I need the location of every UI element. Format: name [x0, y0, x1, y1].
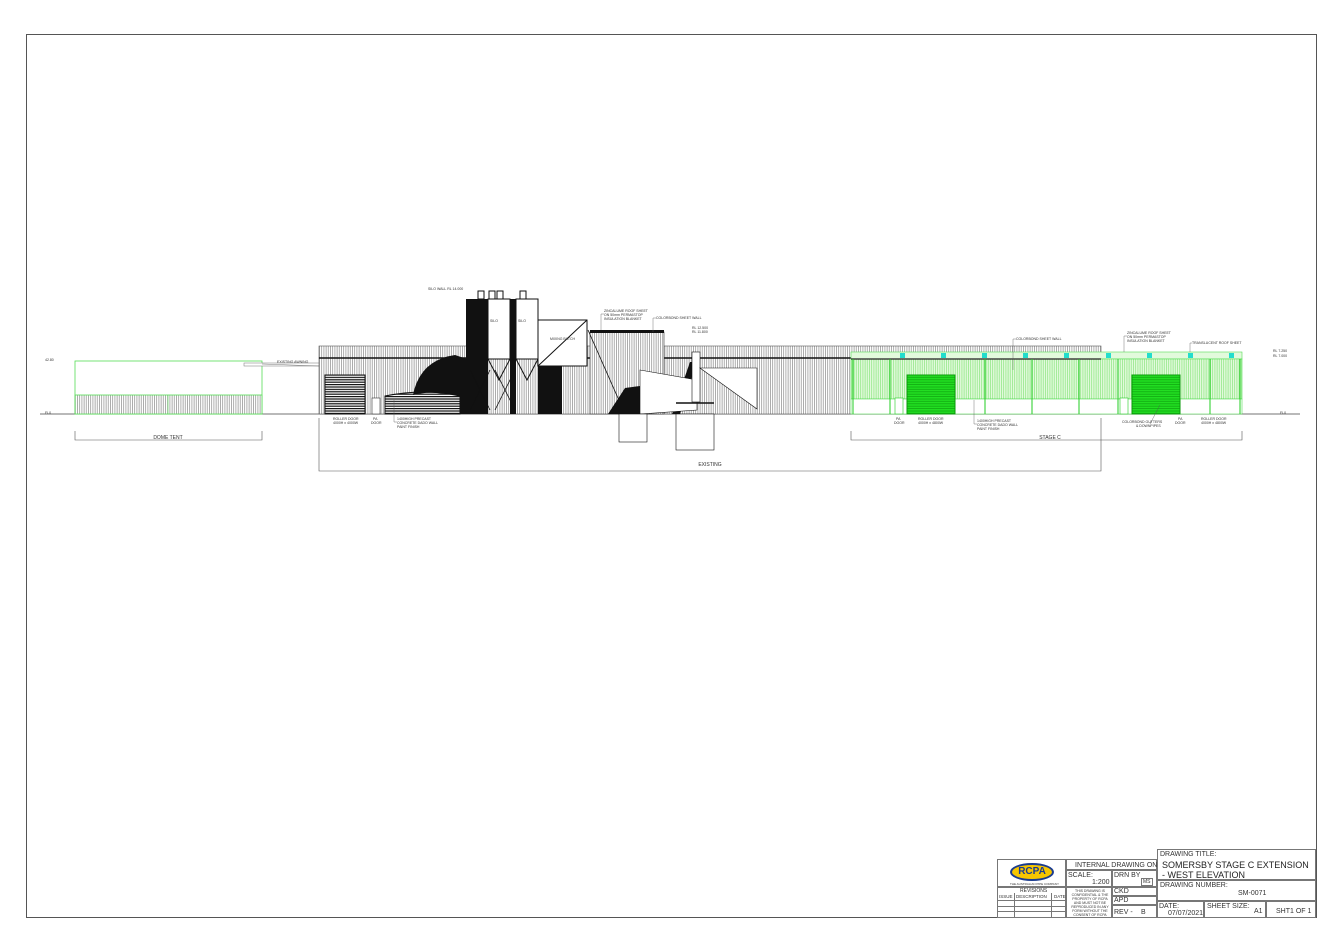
note-sc-roller-2b: 4000H x 4800W: [1201, 421, 1227, 425]
note-sc-roof-1: ZINCALUME ROOF SHEET: [1127, 331, 1172, 335]
dome-tent: [74, 360, 263, 415]
note-existing-roof-3: INSULATION BLANKET: [604, 317, 643, 321]
level-silo: SILO WALL RL 14.000: [428, 287, 463, 291]
drawing-number-label: DRAWING NUMBER:: [1160, 882, 1228, 889]
level-right-floor: FL0: [1280, 411, 1286, 415]
note-sc-wall: COLORBOND SHEET WALL: [1016, 337, 1062, 341]
note-ex-pa-door-1: PA: [373, 417, 378, 421]
note-sc-roof-3: INSULATION BLANKET: [1127, 339, 1166, 343]
note-sc-gutters-1: COLORBOND GUTTERS: [1122, 420, 1163, 424]
note-ex-roller-door-1: ROLLER DOOR: [333, 417, 359, 421]
rev-col-issue: ISSUE: [999, 894, 1013, 899]
stage-c-pa-door-1: [894, 397, 904, 415]
rev-value: B: [1141, 909, 1146, 916]
internal-drawing-label: INTERNAL DRAWING ONLY: [1075, 862, 1166, 869]
existing-roller-door: [324, 374, 366, 415]
dim-stage-c: STAGE C: [1039, 435, 1061, 441]
drawing-title-label: DRAWING TITLE:: [1160, 851, 1217, 858]
revisions-table: REVISIONS ISSUE DESCRIPTION DATE: [997, 887, 1067, 918]
sheet-size-label: SHEET SIZE:: [1207, 903, 1250, 910]
level-existing-1: RL 12.500: [692, 326, 708, 330]
pit-2: [675, 413, 715, 451]
title-block: RCPA THE AUSTRALIAN PIPE COMPANY REVISIO…: [997, 849, 1316, 918]
drn-by-label: DRN BY: [1114, 872, 1141, 879]
logo-cell: RCPA THE AUSTRALIAN PIPE COMPANY: [997, 859, 1066, 887]
drawing-number: SM-0071: [1238, 890, 1267, 897]
note-sc-dado-3: PAINT FINISH: [977, 427, 1000, 431]
stage-c-roller-door-1: [906, 374, 956, 415]
apd-label: APD: [1114, 897, 1129, 904]
note-ex-roller-door-2: 4000H x 4000W: [333, 421, 359, 425]
note-existing-roof-1: ZINCALUME ROOF SHEET: [604, 309, 649, 313]
note-sc-translucent: TRANSLUCENT ROOF SHEET: [1192, 341, 1242, 345]
level-right-1: RL 7.250: [1273, 349, 1287, 353]
note-sc-roof-2: ON 50mm PERMASTOP: [1127, 335, 1166, 339]
scale-value: 1:200: [1092, 879, 1110, 886]
note-existing-wall: COLORBOND SHEET WALL: [656, 316, 702, 320]
date-value: 07/07/2021: [1168, 910, 1204, 917]
note-sc-dado-2: CONCRETE DADO WALL: [977, 423, 1018, 427]
sheet-number: SHT1 OF 1: [1276, 908, 1312, 915]
note-sc-pa-door-2a: PA: [1178, 417, 1183, 421]
silo-1: [487, 298, 511, 360]
note-sc-roller-1b: 4000H x 4800W: [918, 421, 944, 425]
note-ex-dado-1: 1400HIGH PRECAST: [397, 417, 432, 421]
note-sc-pa-door-2b: DOOR: [1175, 421, 1186, 425]
pit-1: [618, 413, 648, 443]
rcpa-logo: RCPA: [1010, 863, 1054, 881]
note-ex-pa-door-2: DOOR: [371, 421, 382, 425]
ckd-label: CKD: [1114, 888, 1129, 895]
rev-col-description: DESCRIPTION: [1016, 894, 1047, 899]
silo-1-label: SILO: [490, 319, 498, 323]
date-label: DATE:: [1159, 903, 1180, 910]
note-sc-roller-1a: ROLLER DOOR: [918, 417, 944, 421]
level-left-floor: FL0: [45, 411, 51, 415]
mixing-batch: [537, 319, 588, 367]
note-sc-pa-door-1a: PA: [896, 417, 901, 421]
mixing-batch-label: MIXING BATCH: [550, 337, 575, 341]
level-existing-2: RL 11.800: [692, 330, 708, 334]
sheet-size-value: A1: [1254, 908, 1263, 915]
logo-tagline: THE AUSTRALIAN PIPE COMPANY: [1010, 882, 1059, 886]
sheet-border: [26, 34, 1317, 918]
silo-2: [515, 298, 539, 360]
scale-label: SCALE:: [1068, 872, 1093, 879]
note-sc-roller-2a: ROLLER DOOR: [1201, 417, 1227, 421]
note-sc-gutters-2: & DOWNPIPES: [1136, 424, 1161, 428]
dim-existing: EXISTING: [698, 462, 721, 468]
existing-pa-door: [371, 397, 381, 415]
note-existing-roof-2: ON 50mm PERMASTOP: [604, 313, 643, 317]
rev-label: REV -: [1114, 909, 1133, 916]
silo-2-label: SILO: [518, 319, 526, 323]
note-existing-awning: EXISTING AWNING: [277, 360, 309, 364]
note-ex-dado-3: PAINT FINISH: [397, 425, 420, 429]
note-sc-pa-door-1b: DOOR: [894, 421, 905, 425]
tank: [384, 391, 461, 415]
stage-c-pa-door-2: [1119, 397, 1129, 415]
level-left-top: 42.80: [45, 358, 54, 362]
note-ex-dado-2: CONCRETE DADO WALL: [397, 421, 438, 425]
confidential-note: THIS DRAWING IS CONFIDENTIAL & THE PROPE…: [1071, 889, 1109, 917]
dim-dome-tent: DOME TENT: [153, 435, 182, 441]
rev-col-date: DATE: [1054, 894, 1066, 899]
drawing-title: SOMERSBY STAGE C EXTENSION - WEST ELEVAT…: [1162, 860, 1309, 880]
stage-c-roller-door-2: [1131, 374, 1181, 415]
note-sc-dado-1: 1400HIGH PRECAST: [977, 419, 1012, 423]
revisions-label: REVISIONS: [1020, 888, 1048, 894]
drn-by-value: MS: [1141, 878, 1153, 886]
stage-c-building: [850, 351, 1243, 415]
level-right-2: RL 7.000: [1273, 354, 1287, 358]
